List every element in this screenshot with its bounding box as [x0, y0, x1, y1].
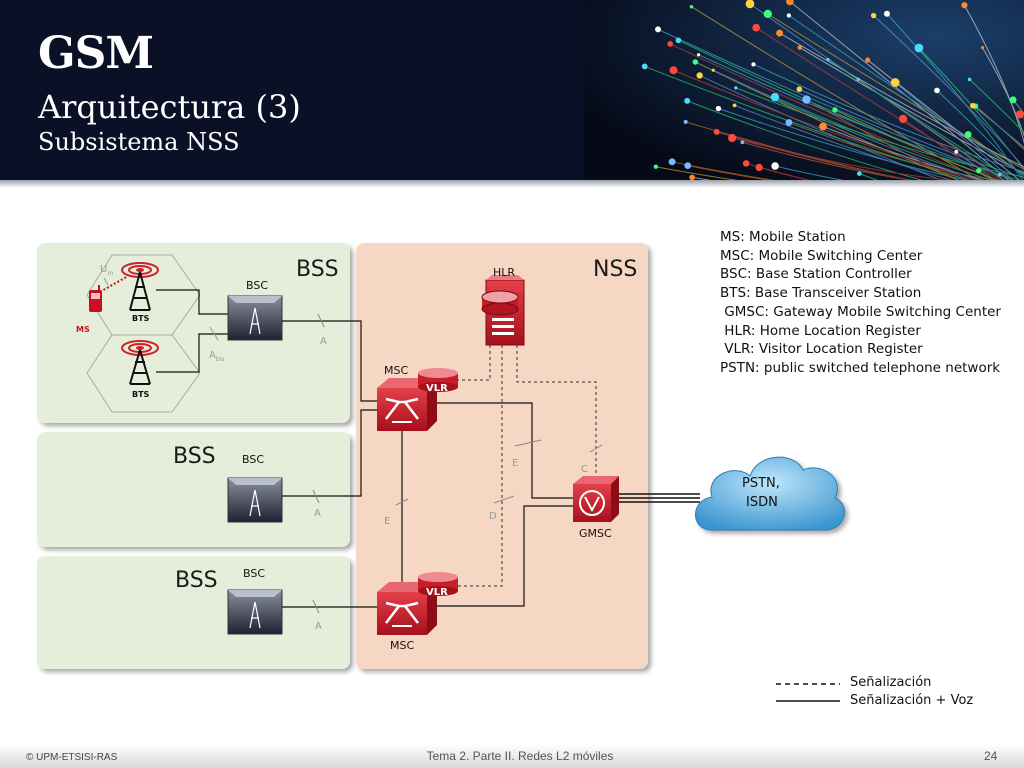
acronym-legend: MS: Mobile Station MSC: Mobile Switching…: [720, 228, 1001, 378]
header-banner: GSM Arquitectura (3) Subsistema NSS: [0, 0, 1024, 180]
vlr-label: VLR: [426, 383, 448, 394]
legend-dashed-label: Señalización: [850, 675, 931, 690]
slide-subtitle: Arquitectura (3): [38, 88, 301, 126]
cell-hexagon: [86, 334, 201, 413]
hlr-vlr-signaling: [458, 345, 491, 381]
bts-tower-icon: [121, 340, 159, 385]
msc-switch-icon: [377, 582, 437, 635]
bsc-icon: [227, 477, 283, 523]
legend-item: BSC: Base Station Controller: [720, 266, 912, 283]
c-interface-signaling: [516, 345, 597, 474]
a-interface-link: [282, 409, 377, 497]
abis-interface-label: Abis: [209, 350, 224, 363]
header-shadow: [0, 180, 1024, 188]
msc-label: MSC: [390, 639, 414, 652]
ms-label: MS: [76, 325, 90, 334]
bts-label: BTS: [132, 314, 150, 323]
abis-link: [156, 333, 228, 373]
a-interface-label: A: [315, 621, 322, 632]
legend-item: PSTN: public switched telephone network: [720, 359, 1001, 376]
page-number: 24: [984, 749, 998, 763]
footer-topic: Tema 2. Parte II. Redes L2 móviles: [426, 749, 614, 763]
gmsc-label: GMSC: [579, 527, 612, 540]
bss-panel-1: [37, 243, 350, 423]
vlr-database-icon: [418, 572, 458, 596]
bts-tower-icon: [121, 262, 159, 311]
legend-item: MS: Mobile Station: [720, 229, 846, 245]
bsc-icon: [227, 295, 283, 341]
a-interface-label: A: [320, 336, 327, 347]
msc-label: MSC: [384, 364, 408, 377]
bsc-icon: [227, 589, 283, 635]
e-interface-label: E: [384, 516, 390, 527]
bss-panel-3: [37, 556, 350, 669]
legend-item: HLR: Home Location Register: [720, 322, 921, 339]
hlr-database-icon: [481, 275, 525, 346]
e-interface-label: E: [512, 458, 518, 469]
slide-subtitle-2: Subsistema NSS: [38, 128, 240, 156]
legend-item: GMSC: Gateway Mobile Switching Center: [720, 303, 1001, 320]
bss-title-2: BSS: [173, 444, 216, 469]
legend-item: MSC: Mobile Switching Center: [720, 247, 923, 264]
um-radio-link: [99, 275, 129, 293]
isdn-label: ISDN: [746, 495, 778, 510]
bss-title-1: BSS: [296, 257, 339, 282]
pstn-label: PSTN,: [742, 476, 780, 491]
d-interface-signaling: [458, 345, 503, 587]
legend-item: BTS: Base Transceiver Station: [720, 285, 922, 302]
slide-title: GSM: [38, 28, 154, 79]
vlr-database-icon: [418, 368, 458, 392]
um-interface-label: Um: [100, 264, 113, 277]
fiber-optics-image: [584, 0, 1024, 180]
gmsc-switch-icon: [573, 476, 619, 522]
pstn-cloud-icon: [695, 456, 845, 531]
c-interface-label: C: [581, 464, 588, 475]
bsc-label: BSC: [243, 567, 265, 580]
footer-bar: [0, 744, 1024, 768]
abis-link: [156, 289, 228, 315]
bsc-label: BSC: [246, 279, 268, 292]
d-interface-label: D: [489, 511, 497, 522]
hlr-label: HLR: [493, 266, 515, 279]
bss-title-3: BSS: [175, 568, 218, 593]
bts-label: BTS: [132, 390, 150, 399]
footer-copyright: © UPM-ETSISI-RAS: [26, 752, 118, 763]
legend-item: VLR: Visitor Location Register: [720, 341, 923, 358]
a-interface-label: A: [314, 508, 321, 519]
msc-gmsc-link: [427, 402, 573, 499]
bsc-label: BSC: [242, 453, 264, 466]
nss-title: NSS: [593, 257, 637, 282]
vlr-label: VLR: [426, 587, 448, 598]
msc-gmsc-link: [427, 505, 573, 607]
mobile-phone-icon: [89, 285, 102, 312]
legend-solid-label: Señalización + Voz: [850, 693, 973, 708]
